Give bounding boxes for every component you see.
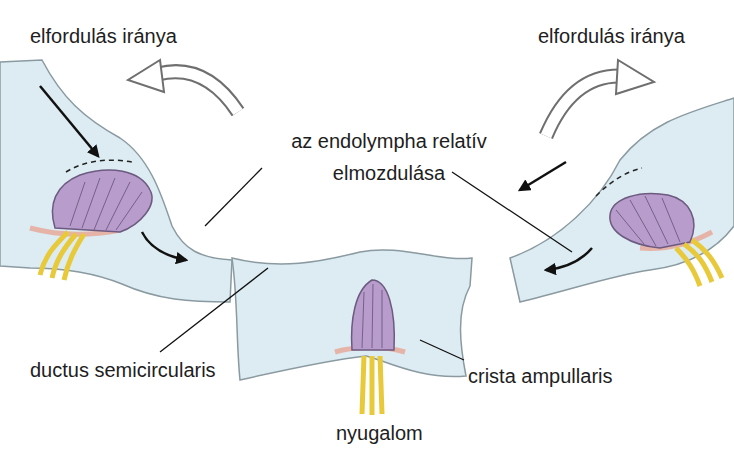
crista-label: crista ampullaris bbox=[468, 364, 612, 388]
rotation-arrow bbox=[128, 60, 238, 112]
rotation-direction-label: elfordulás iránya bbox=[30, 24, 177, 48]
leader-line bbox=[160, 168, 572, 360]
rotation-direction-label: elfordulás iránya bbox=[538, 24, 685, 48]
duct-label: ductus semicircularis bbox=[30, 358, 216, 382]
rotation-arrow bbox=[546, 60, 654, 136]
ampulla-left bbox=[0, 60, 232, 302]
rest-label: nyugalom bbox=[336, 421, 423, 445]
ampulla-rest bbox=[232, 250, 472, 415]
endolymph-label: az endolympha relatív elmozdulása bbox=[269, 125, 509, 189]
